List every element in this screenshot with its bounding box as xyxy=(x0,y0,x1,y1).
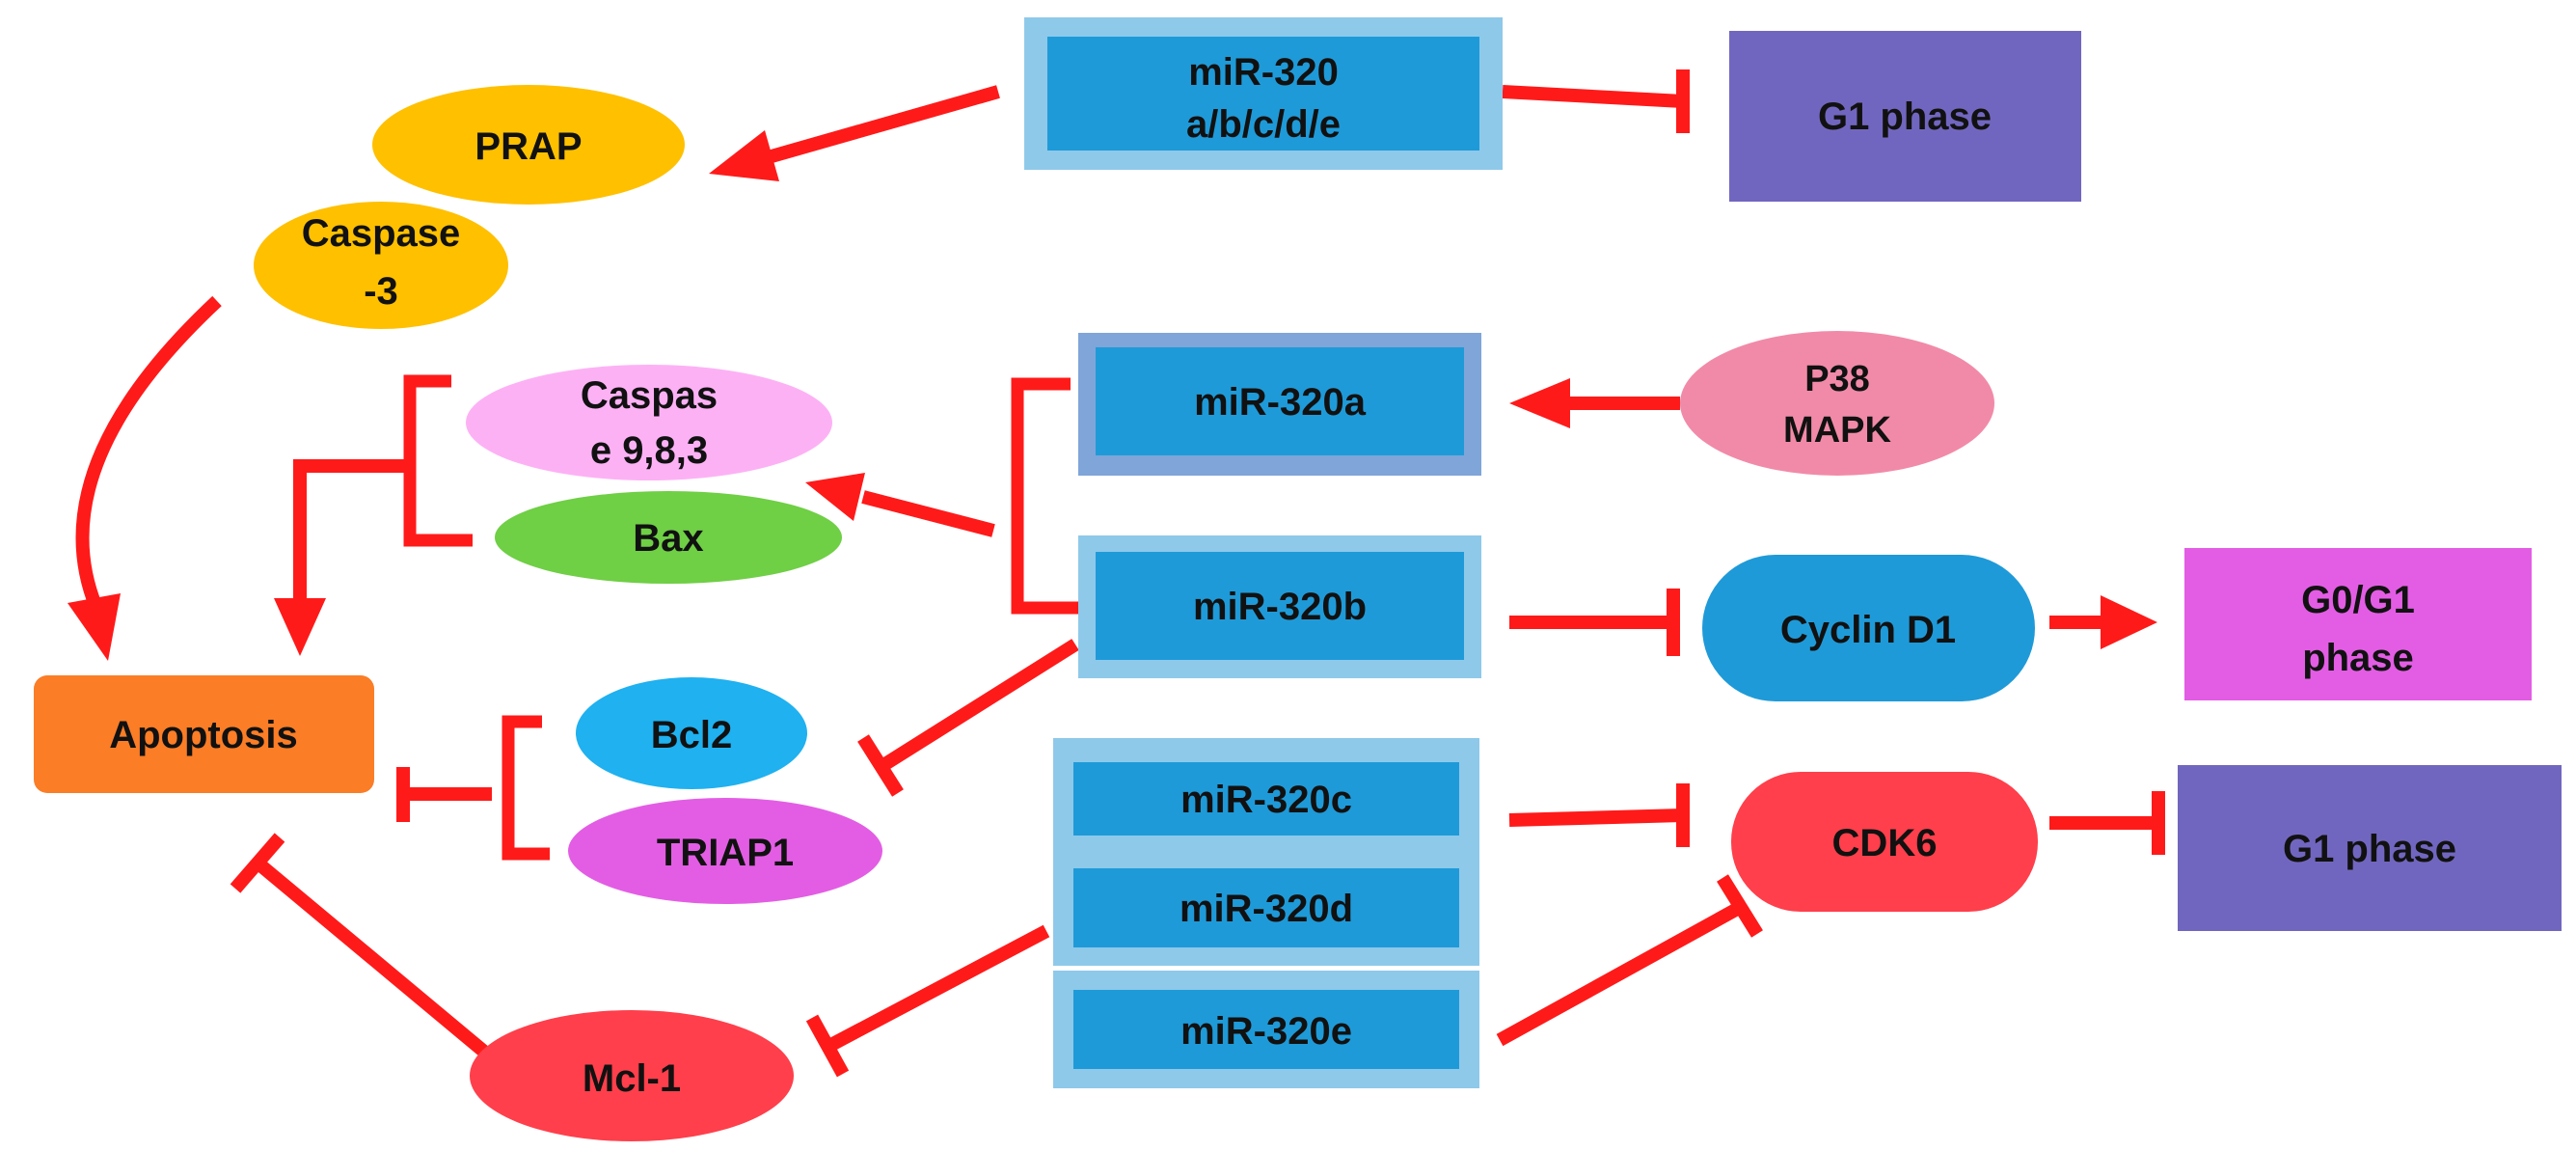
mir320a-label: miR-320a xyxy=(1194,381,1367,424)
node-mir320c: miR-320c xyxy=(1053,738,1479,852)
edge-mir320-inhibits-g1-phase-top xyxy=(1502,69,1690,133)
g1-phase-right-label: G1 phase xyxy=(2283,828,2456,870)
node-cdk6: CDK6 xyxy=(1731,772,2038,912)
edge-mir320e-inhibits-cdk6 xyxy=(1496,874,1763,1047)
node-g1-phase-top: G1 phase xyxy=(1729,31,2081,202)
node-mir320-all: miR-320 a/b/c/d/e xyxy=(1024,17,1503,170)
node-mir320e: miR-320e xyxy=(1053,971,1479,1088)
triap1-label: TRIAP1 xyxy=(657,832,794,874)
node-g0g1-phase: G0/G1 phase xyxy=(2184,548,2532,700)
edge-mcl1-inhibits-apoptosis xyxy=(230,833,495,1062)
caspase3-line2: -3 xyxy=(364,270,398,313)
mir320c-label: miR-320c xyxy=(1180,779,1352,821)
caspase983-line2: e 9,8,3 xyxy=(590,429,708,472)
node-caspase3: Caspase -3 xyxy=(254,202,508,329)
g0g1-line2: phase xyxy=(2302,637,2414,679)
mcl1-label: Mcl-1 xyxy=(583,1057,681,1100)
apoptosis-label: Apoptosis xyxy=(109,714,298,756)
node-apoptosis: Apoptosis xyxy=(34,675,374,793)
caspase983-line1: Caspas xyxy=(581,374,718,417)
cyclin-d1-label: Cyclin D1 xyxy=(1780,609,1956,651)
edge-mir320ab-to-caspase-bax xyxy=(805,473,995,537)
edges xyxy=(68,69,2165,1078)
g1-phase-top-label: G1 phase xyxy=(1818,96,1992,138)
nodes: miR-320 a/b/c/d/e G1 phase PRAP Caspase … xyxy=(34,17,2562,1141)
node-triap1: TRIAP1 xyxy=(568,798,882,904)
mir320b-label: miR-320b xyxy=(1193,586,1367,628)
bax-label: Bax xyxy=(633,517,703,560)
edge-cyclin-d1-to-g0g1 xyxy=(2049,595,2157,649)
edge-mir320b-inhibits-bcl2 xyxy=(857,639,1079,797)
cdk6-label: CDK6 xyxy=(1832,822,1938,864)
prap-label: PRAP xyxy=(475,125,582,168)
node-cyclin-d1: Cyclin D1 xyxy=(1702,555,2035,701)
edge-mir320b-inhibits-cyclin-d1 xyxy=(1509,589,1680,656)
edge-mir320d-inhibits-mcl1 xyxy=(805,924,1050,1078)
edge-bcl2-triap1-inhibits-apoptosis xyxy=(396,767,492,822)
bracket-mir320a-mir320b xyxy=(1011,377,1099,615)
mir320e-label: miR-320e xyxy=(1180,1010,1352,1053)
node-bax: Bax xyxy=(495,491,842,584)
node-mcl1: Mcl-1 xyxy=(470,1010,794,1141)
node-prap: PRAP xyxy=(372,85,685,205)
node-bcl2: Bcl2 xyxy=(576,677,807,789)
edge-p38-to-mir320a xyxy=(1509,378,1680,428)
mir320d-label: miR-320d xyxy=(1180,888,1353,930)
g0g1-line1: G0/G1 xyxy=(2301,579,2415,621)
node-mir320d: miR-320d xyxy=(1053,852,1479,966)
bcl2-label: Bcl2 xyxy=(651,714,733,756)
node-p38-mapk: P38 MAPK xyxy=(1680,331,1994,476)
p38-mapk-line2: MAPK xyxy=(1783,410,1891,451)
bracket-bcl2-triap1 xyxy=(502,715,550,861)
mir320-all-line2: a/b/c/d/e xyxy=(1186,103,1341,146)
node-caspase-983: Caspas e 9,8,3 xyxy=(466,365,832,480)
edge-caspase3-to-apoptosis xyxy=(68,295,222,661)
bracket-caspase-bax xyxy=(403,374,473,547)
node-g1-phase-right: G1 phase xyxy=(2178,765,2562,931)
p38-mapk-line1: P38 xyxy=(1804,359,1870,399)
edge-mir320-to-prap xyxy=(709,85,1000,181)
node-mir320a: miR-320a xyxy=(1078,333,1481,476)
node-mir320b: miR-320b xyxy=(1078,535,1481,678)
mir320-all-line1: miR-320 xyxy=(1188,51,1339,94)
edge-cdk6-inhibits-g1-phase-right xyxy=(2049,791,2165,855)
caspase3-line1: Caspase xyxy=(302,212,461,255)
edge-caspase-bax-to-apoptosis xyxy=(274,459,410,656)
edge-mir320c-inhibits-cdk6 xyxy=(1508,783,1690,847)
